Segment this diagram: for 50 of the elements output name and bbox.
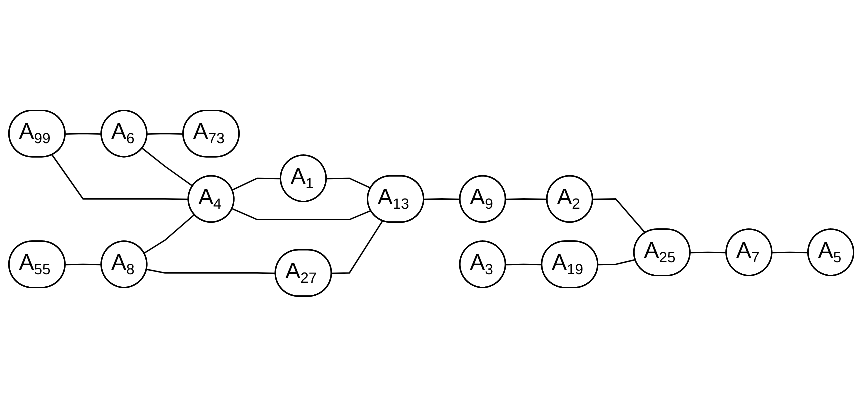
oval-node	[808, 228, 855, 276]
oval-node	[8, 240, 66, 288]
node-label: A$_{9}$	[470, 182, 494, 214]
node-label: A$_{19}$	[552, 248, 584, 280]
connector-line	[232, 178, 282, 191]
oval-node	[188, 175, 235, 224]
connector-line	[506, 264, 542, 266]
connector-line	[506, 198, 548, 200]
oval-node	[459, 175, 506, 224]
oval-node	[8, 110, 66, 158]
node-label: A$_{1}$	[290, 162, 314, 194]
connector-line	[326, 178, 372, 189]
connector-line	[66, 133, 102, 135]
node-label: A$_{6}$	[112, 117, 135, 149]
connector-line	[772, 252, 809, 254]
node-label: A$_{7}$	[736, 236, 760, 268]
node-label: A$_{99}$	[19, 117, 51, 149]
connector-line	[593, 198, 646, 234]
oval-node	[541, 240, 599, 288]
oval-node	[633, 228, 691, 276]
oval-node	[367, 175, 424, 224]
node-label: A$_{25}$	[644, 236, 676, 268]
oval-node	[280, 154, 327, 202]
oval-node	[274, 249, 332, 298]
connector-line	[66, 264, 102, 266]
connector-line	[690, 252, 727, 254]
node-label: A$_{8}$	[112, 248, 135, 280]
node-label: A$_{27}$	[286, 256, 318, 288]
connector-line	[52, 154, 189, 200]
node-label: A$_{73}$	[193, 117, 225, 149]
node-label: A$_{13}$	[378, 182, 410, 214]
node-label: A$_{2}$	[557, 182, 580, 214]
node-label: A$_{3}$	[470, 248, 494, 280]
connector-line	[147, 133, 184, 135]
oval-node	[726, 228, 773, 276]
connector-line	[232, 208, 372, 221]
oval-node	[546, 175, 594, 224]
connector-line	[598, 259, 636, 266]
node-label: A$_{4}$	[198, 182, 222, 214]
connector-line	[144, 214, 196, 254]
oval-node	[100, 240, 148, 288]
node-label: A$_{55}$	[19, 248, 51, 280]
oval-node	[182, 110, 240, 158]
node-label: A$_{5}$	[818, 236, 842, 268]
oval-node	[100, 110, 148, 158]
connector-line	[142, 148, 194, 187]
connector-line	[332, 220, 384, 274]
oval-node	[459, 240, 506, 288]
connector-line	[146, 269, 276, 274]
connector-line	[424, 198, 460, 200]
